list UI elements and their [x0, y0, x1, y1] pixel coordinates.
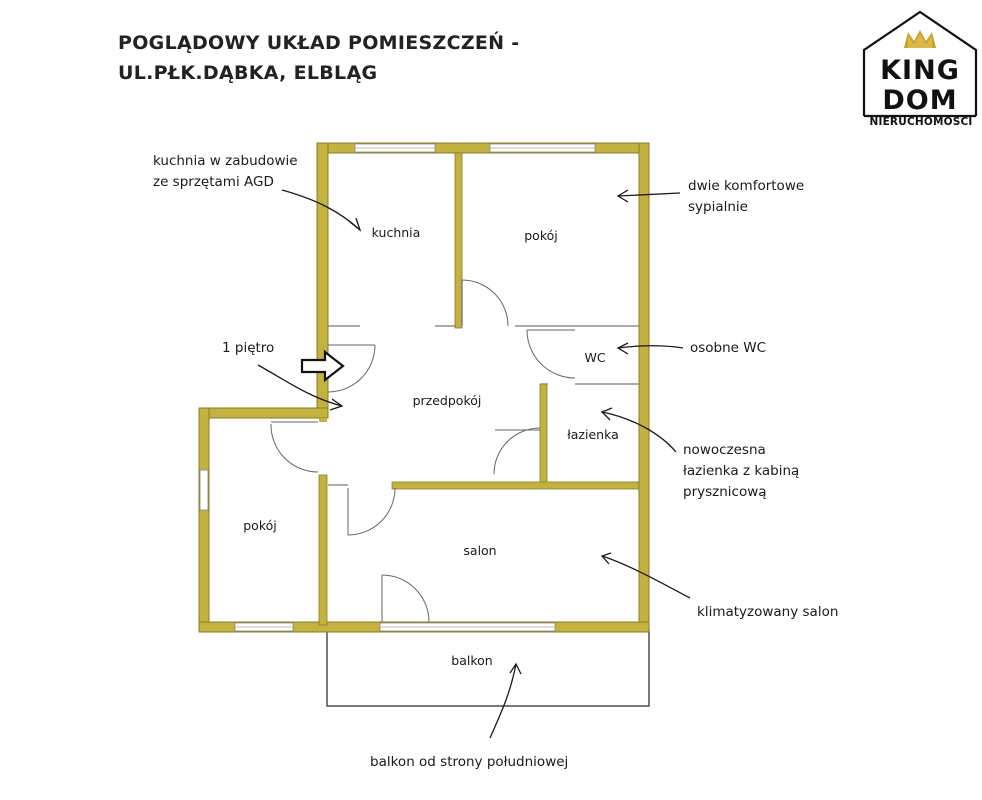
note-floor: 1 piętro	[222, 340, 274, 356]
logo-subtitle: NIERUCHOMOŚCI	[869, 116, 973, 128]
note-wc: osobne WC	[690, 340, 766, 356]
room-label-pokoj-left: pokój	[243, 518, 277, 533]
note-kitchen-line1: kuchnia w zabudowie	[153, 153, 298, 169]
annotation-arrows	[257, 189, 691, 739]
room-label-przedpokoj: przedpokój	[413, 393, 482, 408]
page-title: POGLĄDOWY UKŁAD POMIESZCZEŃ - UL.PŁK.DĄB…	[118, 28, 519, 88]
note-kitchen-line2: ze sprzętami AGD	[153, 174, 274, 190]
wall-right	[638, 142, 650, 633]
logo-text-bottom: DOM	[882, 85, 957, 116]
room-label-wc: WC	[584, 350, 605, 365]
note-bedrooms-line2: sypialnie	[688, 199, 748, 215]
interior-walls	[318, 152, 640, 626]
room-label-balkon: balkon	[451, 653, 492, 668]
title-line-1: POGLĄDOWY UKŁAD POMIESZCZEŃ -	[118, 32, 520, 54]
wall-left-step	[198, 407, 329, 419]
balcony-outline	[326, 629, 650, 707]
note-bath-line2: łazienka z kabiną	[683, 463, 799, 479]
room-label-pokoj-top: pokój	[524, 228, 558, 243]
wall-left-lower	[198, 407, 210, 633]
kingdom-logo: KING DOM	[862, 10, 978, 118]
room-label-lazienka: łazienka	[567, 427, 619, 442]
room-label-salon: salon	[463, 543, 496, 558]
outer-walls	[198, 142, 650, 633]
note-bath-line3: prysznicową	[683, 484, 767, 500]
note-bedrooms-line1: dwie komfortowe	[688, 178, 804, 194]
note-bath-line1: nowoczesna	[683, 442, 766, 458]
note-salon: klimatyzowany salon	[697, 604, 838, 620]
note-balcony: balkon od strony południowej	[370, 754, 568, 770]
doors	[270, 279, 576, 623]
windows	[199, 143, 596, 632]
crown-icon	[904, 30, 936, 48]
entrance-arrow-icon	[300, 349, 345, 383]
title-line-2: UL.PŁK.DĄBKA, ELBLĄG	[118, 62, 378, 84]
logo-text-top: KING	[880, 55, 960, 86]
room-label-kuchnia: kuchnia	[372, 225, 421, 240]
